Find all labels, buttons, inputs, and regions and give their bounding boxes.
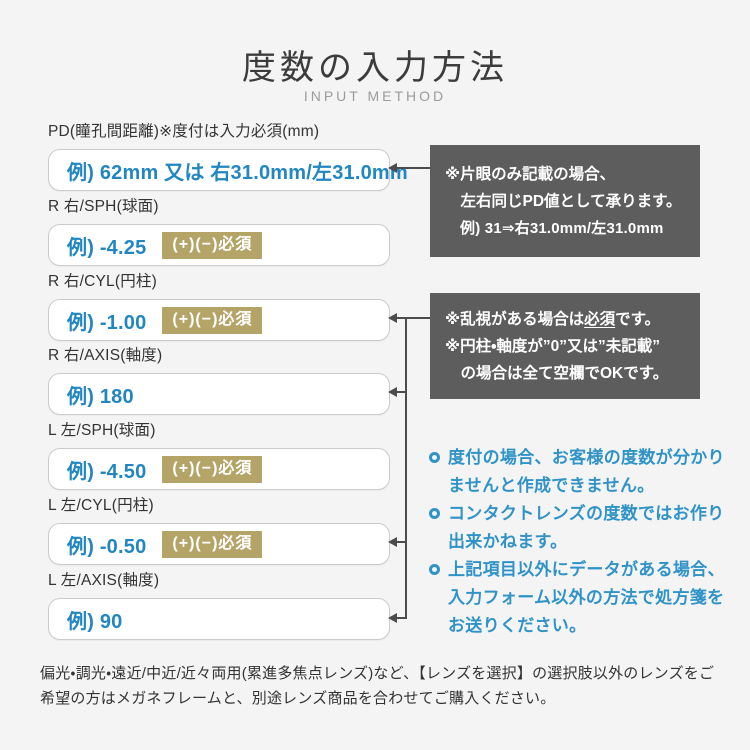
l-axis-example-field[interactable]: 例) 90 <box>48 598 390 640</box>
field-example-text: 例) -1.00 <box>67 311 147 334</box>
circle-bullet-icon <box>429 508 440 519</box>
list-item: 上記項目以外にデータがある場合、入力フォーム以外の方法で処方箋をお送りください。 <box>429 556 727 640</box>
pd-note-line1: ※片眼のみ記載の場合、 <box>445 166 616 183</box>
field-row-pd: PD(瞳孔間距離)※度付は入力必須(mm) 例) 62mm 又は 右31.0mm… <box>48 119 408 191</box>
sign-required-badge: (+)(−)必須 <box>162 455 263 483</box>
r-cyl-example-field[interactable]: 例) -1.00 (+)(−)必須 <box>48 299 390 341</box>
field-row-r-axis: R 右/AXIS(軸度) 例) 180 <box>48 343 390 415</box>
l-cyl-arrow-line <box>397 541 407 543</box>
note-text: 上記項目以外にデータがある場合、入力フォーム以外の方法で処方箋をお送りください。 <box>448 560 725 635</box>
cyl-note-line3: の場合は全て空欄でOKです。 <box>460 365 669 382</box>
field-example-text: 例) 90 <box>67 610 123 633</box>
note-text: コンタクトレンズの度数ではお作り出来かねます。 <box>448 504 725 551</box>
field-label: PD(瞳孔間距離)※度付は入力必須(mm) <box>48 123 320 140</box>
circle-bullet-icon <box>429 564 440 575</box>
field-example-text: 例) -0.50 <box>67 535 147 558</box>
circle-bullet-icon <box>429 452 440 463</box>
field-label: R 右/AXIS(軸度) <box>48 347 163 364</box>
field-label: R 右/SPH(球面) <box>48 198 159 215</box>
page-subtitle: INPUT METHOD <box>303 88 447 104</box>
field-label: L 左/AXIS(軸度) <box>48 572 160 589</box>
l-axis-arrow-line <box>397 617 407 619</box>
connector-vertical-line <box>405 317 407 619</box>
field-row-l-sph: L 左/SPH(球面) 例) -4.50 (+)(−)必須 <box>48 418 390 490</box>
required-underlined-text: 必須 <box>584 311 616 328</box>
list-item: 度付の場合、お客様の度数が分かりませんと作成できません。 <box>429 444 727 500</box>
cyl-note-line2: ※円柱・軸度が”0”又は”未記載” <box>445 338 660 355</box>
caution-notes-list: 度付の場合、お客様の度数が分かりませんと作成できません。 コンタクトレンズの度数… <box>429 444 727 640</box>
r-axis-arrow-line <box>397 391 407 393</box>
page-title: 度数の入力方法 <box>242 49 508 87</box>
r-axis-arrowhead-icon <box>388 387 397 397</box>
field-example-text: 例) 180 <box>67 385 134 408</box>
pd-arrowhead-icon <box>388 163 397 173</box>
field-label: L 左/CYL(円柱) <box>48 497 154 514</box>
pd-example-field[interactable]: 例) 62mm 又は 右31.0mm/左31.0mm <box>48 149 408 191</box>
r-sph-example-field[interactable]: 例) -4.25 (+)(−)必須 <box>48 224 390 266</box>
field-row-r-sph: R 右/SPH(球面) 例) -4.25 (+)(−)必須 <box>48 194 390 266</box>
r-cyl-arrowhead-icon <box>388 313 397 323</box>
l-axis-arrowhead-icon <box>388 613 397 623</box>
l-sph-example-field[interactable]: 例) -4.50 (+)(−)必須 <box>48 448 390 490</box>
field-label: R 右/CYL(円柱) <box>48 273 157 290</box>
field-label: L 左/SPH(球面) <box>48 422 156 439</box>
cyl-note-arrow-line <box>397 317 430 319</box>
sign-required-badge: (+)(−)必須 <box>162 530 263 558</box>
field-example-text: 例) 62mm 又は 右31.0mm/左31.0mm <box>67 161 408 184</box>
list-item: コンタクトレンズの度数ではお作り出来かねます。 <box>429 500 727 556</box>
pd-note-line3: 例) 31⇒右31.0mm/左31.0mm <box>460 220 664 237</box>
field-example-text: 例) -4.50 <box>67 460 147 483</box>
field-example-text: 例) -4.25 <box>67 236 147 259</box>
lens-purchase-note: 偏光・調光・遠近/中近/近々両用(累進多焦点レンズ)など、【レンズを選択】の選択… <box>40 665 715 707</box>
r-axis-example-field[interactable]: 例) 180 <box>48 373 390 415</box>
l-cyl-example-field[interactable]: 例) -0.50 (+)(−)必須 <box>48 523 390 565</box>
sign-required-badge: (+)(−)必須 <box>162 306 263 334</box>
pd-arrow-line <box>397 167 430 169</box>
pd-note-line2: 左右同じPD値として承ります。 <box>460 193 682 210</box>
sign-required-badge: (+)(−)必須 <box>162 231 263 259</box>
cyl-note-line1: ※乱視がある場合は必須です。 <box>445 311 661 328</box>
pd-note-callout: ※片眼のみ記載の場合、 左右同じPD値として承ります。 例) 31⇒右31.0m… <box>430 145 700 257</box>
note-text: 度付の場合、お客様の度数が分かりませんと作成できません。 <box>448 448 725 495</box>
field-row-l-cyl: L 左/CYL(円柱) 例) -0.50 (+)(−)必須 <box>48 493 390 565</box>
field-row-l-axis: L 左/AXIS(軸度) 例) 90 <box>48 568 390 640</box>
l-cyl-arrowhead-icon <box>388 537 397 547</box>
field-row-r-cyl: R 右/CYL(円柱) 例) -1.00 (+)(−)必須 <box>48 269 390 341</box>
cyl-axis-note-callout: ※乱視がある場合は必須です。 ※円柱・軸度が”0”又は”未記載” の場合は全て空… <box>430 293 700 399</box>
